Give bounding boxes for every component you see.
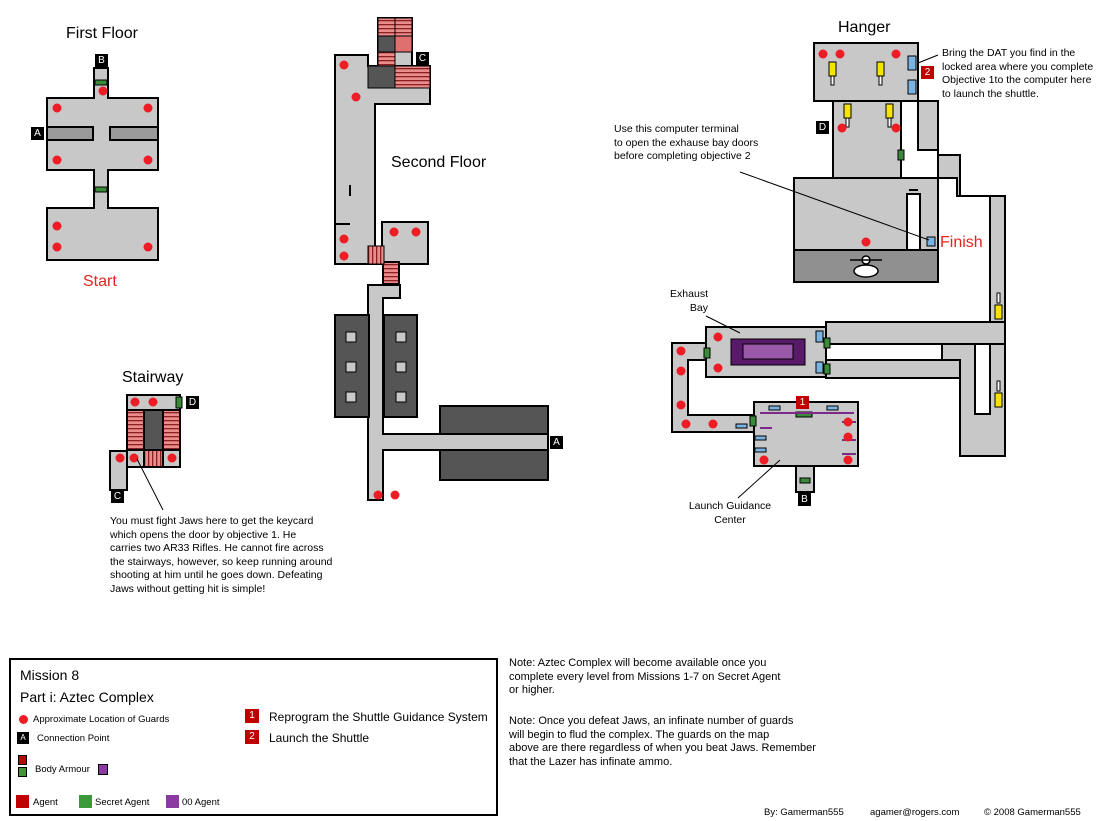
connection-point-d-hanger: D <box>816 121 829 134</box>
legend-objective-1: Reprogram the Shuttle Guidance System <box>269 710 488 724</box>
connection-point-c-stairway: C <box>111 490 124 503</box>
credits-email: agamer@rogers.com <box>870 807 960 818</box>
00-agent-swatch <box>166 795 179 808</box>
connection-point-a-first: A <box>31 127 44 140</box>
legend-secret-agent: Secret Agent <box>95 797 150 808</box>
connection-point-icon: A <box>17 732 29 744</box>
legend-title: Mission 8 <box>20 667 80 683</box>
guards-hanger <box>676 49 901 465</box>
legend-connection: Connection Point <box>37 733 110 744</box>
objective-2-icon: 2 <box>245 730 259 744</box>
secret-agent-swatch <box>79 795 92 808</box>
guard-dot-icon <box>19 715 28 724</box>
legend-body-armour: Body Armour <box>35 764 90 775</box>
door[interactable] <box>94 79 108 86</box>
connection-point-b-hanger: B <box>798 493 811 506</box>
connection-point-a-second: A <box>550 436 563 449</box>
objective-1-icon: 1 <box>245 709 259 723</box>
credits-copyright: © 2008 Gamerman555 <box>984 807 1081 818</box>
guards-first-floor <box>52 86 153 252</box>
legend: Mission 8 Part i: Aztec Complex Approxim… <box>9 658 498 816</box>
first-floor-title: First Floor <box>66 25 138 42</box>
armour-secret-agent-icon <box>18 767 27 777</box>
connection-point-b-first: B <box>95 54 108 67</box>
hanger-complex <box>671 42 1006 493</box>
legend-00-agent: 00 Agent <box>182 797 220 808</box>
stairway-title: Stairway <box>122 369 184 386</box>
second-floor-details <box>336 17 431 403</box>
agent-swatch <box>16 795 29 808</box>
objective-2-marker: 2 <box>921 66 934 79</box>
availability-note: Note: Aztec Complex will become availabl… <box>509 657 781 696</box>
connection-point-d-stairway: D <box>186 396 199 409</box>
objective-1-marker: 1 <box>796 396 809 409</box>
door[interactable] <box>175 396 183 409</box>
legend-objective-2: Launch the Shuttle <box>269 731 370 745</box>
legend-agent: Agent <box>33 797 58 808</box>
door[interactable] <box>94 186 108 193</box>
guards-second-floor <box>339 60 421 500</box>
jaws-note: You must fight Jaws here to get the keyc… <box>110 515 333 595</box>
second-floor-title: Second Floor <box>391 154 487 171</box>
jaws-pointer <box>136 458 164 511</box>
jaws-guards-note: Note: Once you defeat Jaws, an infinate … <box>509 715 816 768</box>
hanger-title: Hanger <box>838 19 891 36</box>
map-canvas <box>46 17 1006 511</box>
pointer-lines <box>705 54 939 499</box>
second-floor <box>334 17 549 501</box>
legend-guards: Approximate Location of Guards <box>33 714 170 725</box>
first-floor <box>46 67 159 261</box>
start-label: Start <box>83 273 117 290</box>
guards-stairway <box>115 397 177 463</box>
credits-author: By: Gamerman555 <box>764 807 844 818</box>
finish-label: Finish <box>940 234 983 251</box>
armour-agent-icon <box>18 755 27 765</box>
connection-point-c-second: C <box>416 52 429 65</box>
hanger-details <box>703 55 1003 484</box>
legend-subtitle: Part i: Aztec Complex <box>20 689 154 705</box>
armour-00-agent-icon <box>98 764 108 775</box>
stairway <box>109 394 181 491</box>
